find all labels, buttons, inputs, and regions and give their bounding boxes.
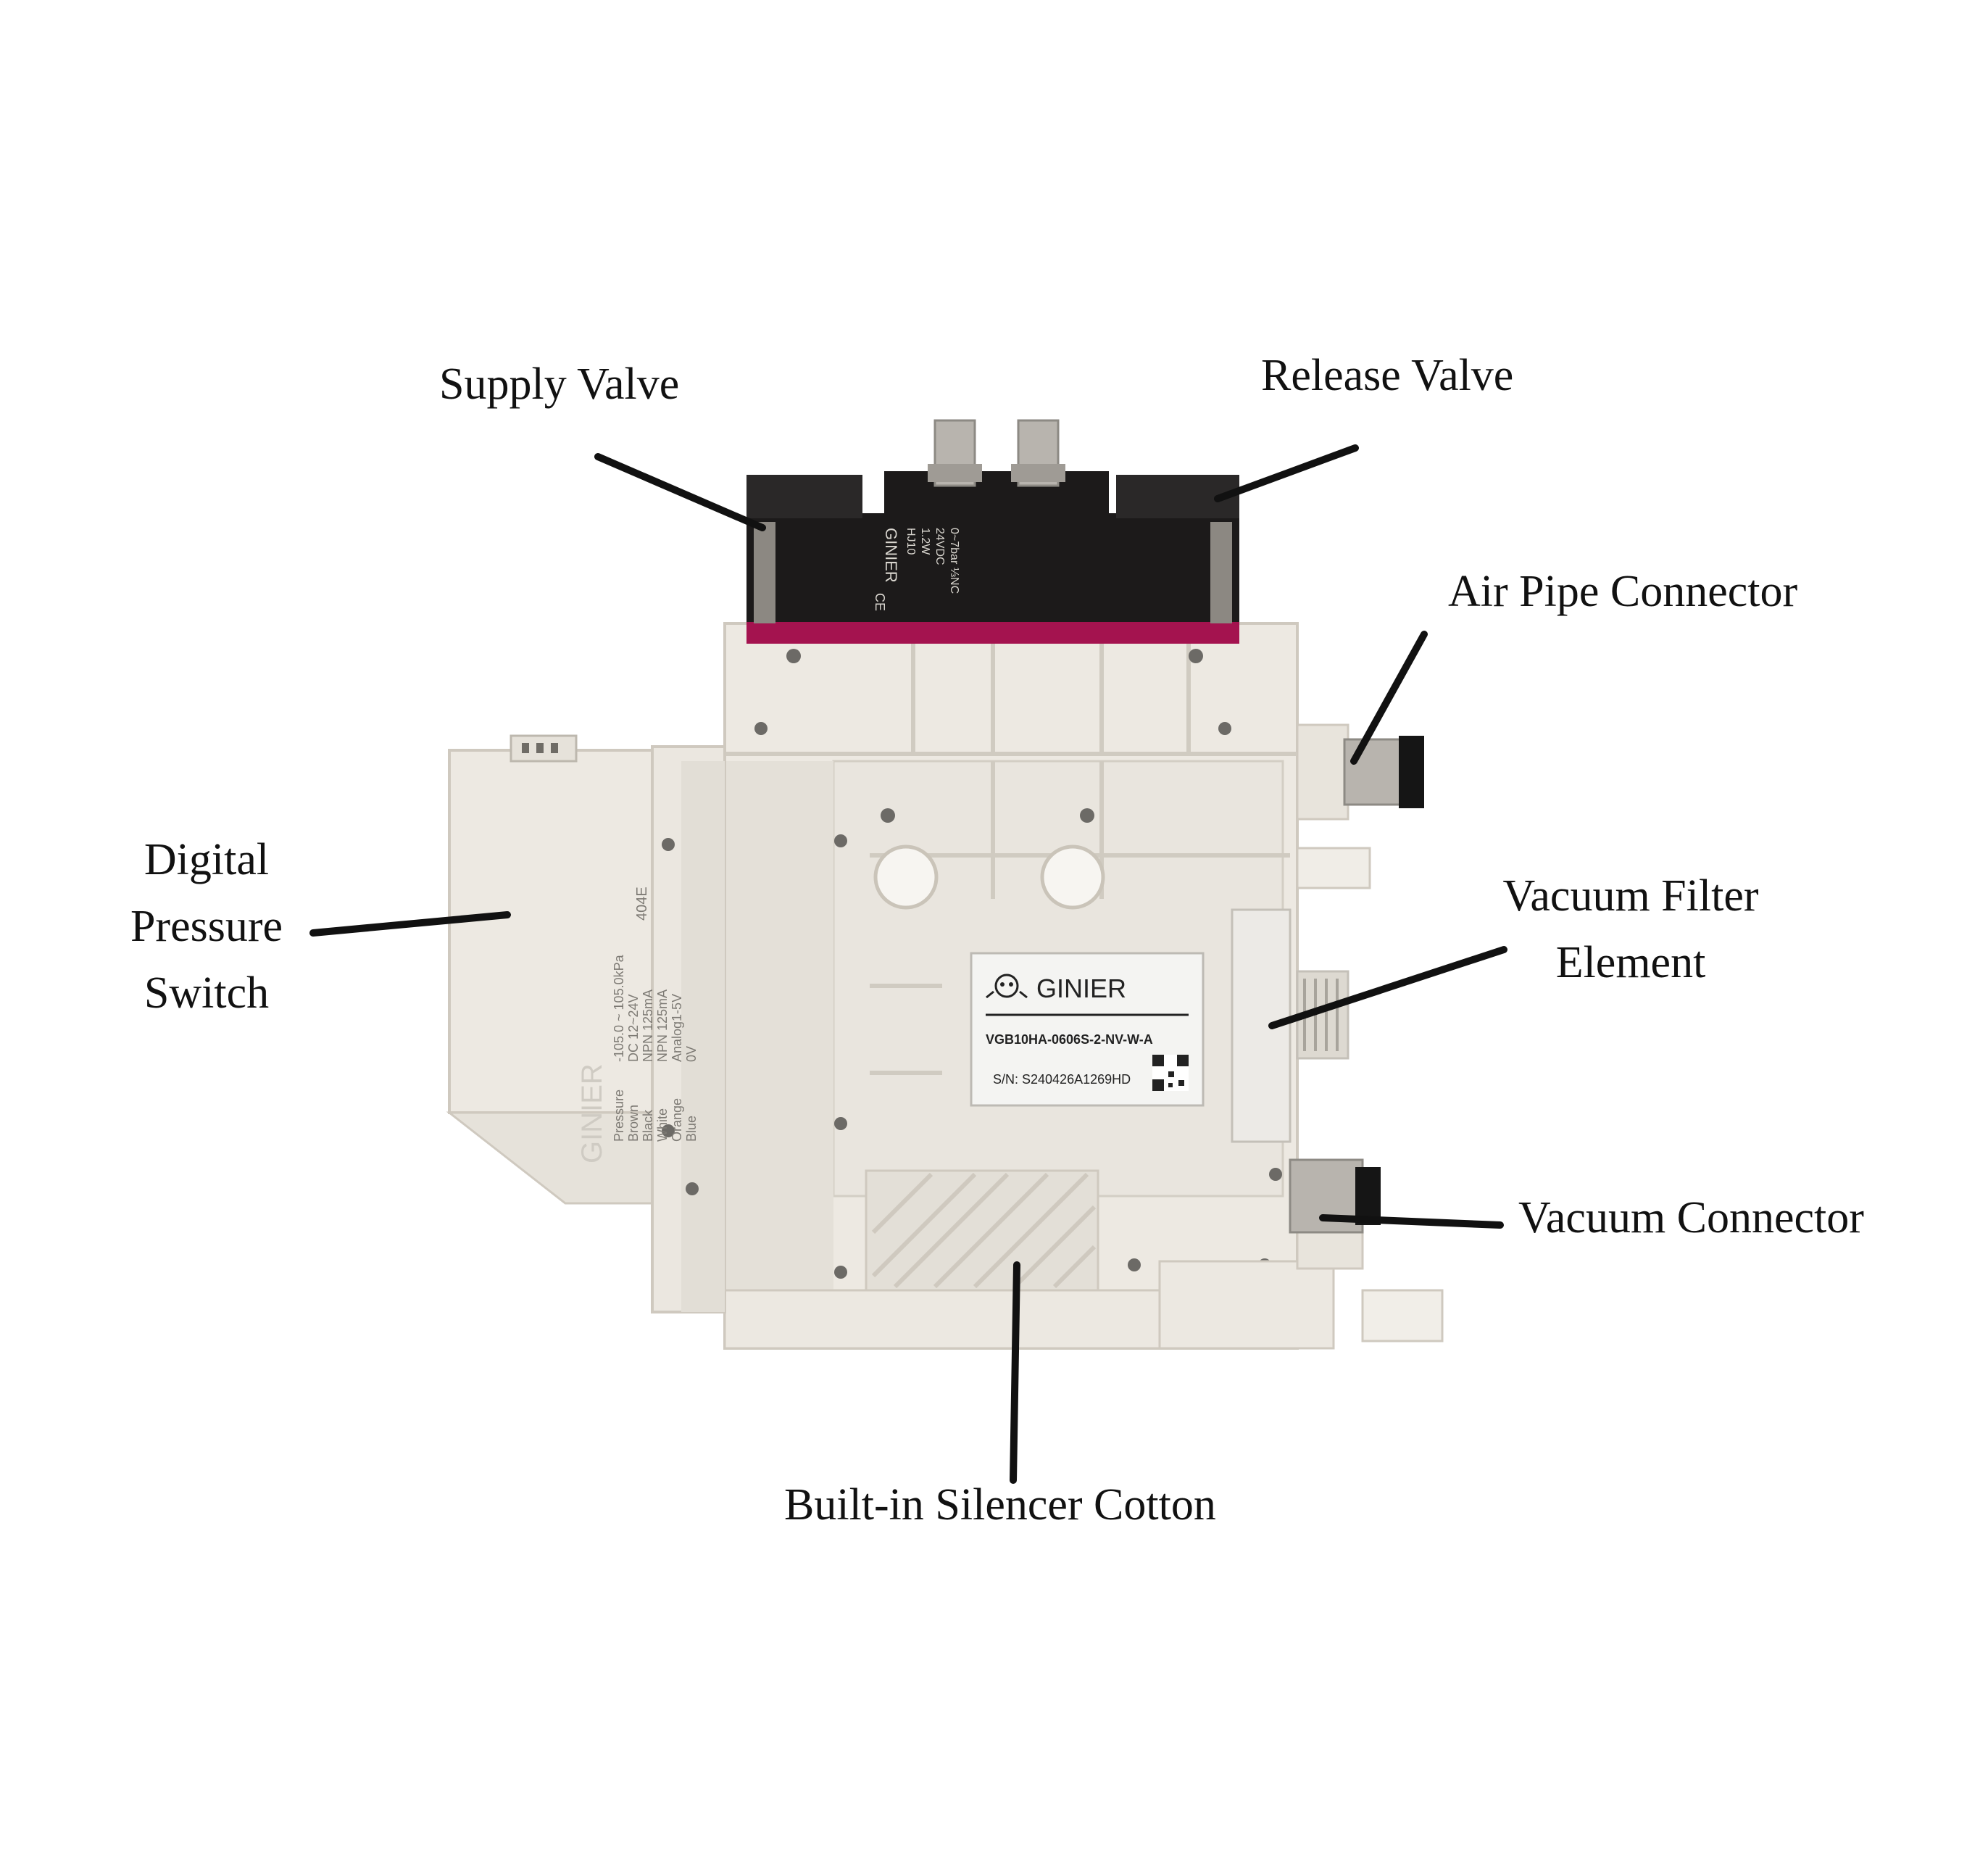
callout-vacuum-filter-element-line-1: Vacuum Filter xyxy=(1502,871,1759,921)
svg-text:Brown: Brown xyxy=(626,1105,641,1142)
svg-text:1.2W: 1.2W xyxy=(919,528,931,555)
qr-code-icon xyxy=(1152,1055,1189,1091)
svg-text:24VDC: 24VDC xyxy=(933,528,946,565)
svg-text:0~7bar ⅓NC: 0~7bar ⅓NC xyxy=(948,528,960,594)
callout-release-valve: Release Valve xyxy=(1261,351,1514,400)
side-nozzle xyxy=(1296,847,1371,889)
digital-pressure-switch-body: -105.0 ~ 105.0kPa DC 12~24V NPN 125mA NP… xyxy=(446,734,726,1313)
svg-text:Black: Black xyxy=(641,1109,655,1142)
callout-digital-pressure-switch-line-3: Switch xyxy=(144,968,270,1018)
air-pipe-connector-fitting xyxy=(1296,723,1424,821)
solenoid-valve-block: HJ10 1.2W 24VDC 0~7bar ⅓NC GINIER CE xyxy=(746,471,1239,644)
callout-vacuum-filter-element-line-2: Element xyxy=(1555,938,1706,987)
leader-air-pipe-connector xyxy=(1350,631,1428,765)
vacuum-filter-housing xyxy=(1231,908,1349,1143)
leader-release-valve xyxy=(1214,444,1359,502)
callout-digital-pressure-switch-line-1: Digital xyxy=(144,835,270,884)
leader-vacuum-connector xyxy=(1319,1214,1504,1229)
svg-text:White: White xyxy=(655,1108,670,1142)
leader-lines xyxy=(309,444,1507,1484)
leader-vacuum-filter-element xyxy=(1268,946,1507,1029)
label-brand: GINIER xyxy=(1036,974,1126,1003)
svg-text:HJ10: HJ10 xyxy=(904,528,917,555)
callout-vacuum-filter-element: Vacuum Filter Element xyxy=(1478,863,1783,996)
svg-text:Analog1-5V: Analog1-5V xyxy=(670,994,684,1062)
svg-text:0V: 0V xyxy=(684,1046,699,1062)
label-model: VGB10HA-0606S-2-NV-W-A xyxy=(986,1032,1153,1047)
valve-print: HJ10 1.2W 24VDC 0~7bar ⅓NC GINIER xyxy=(882,528,960,594)
svg-text:-105.0 ~ 105.0kPa: -105.0 ~ 105.0kPa xyxy=(612,954,626,1062)
leader-digital-pressure-switch xyxy=(309,911,511,937)
air-fittings-top xyxy=(928,419,1065,487)
svg-text:NPN 125mA: NPN 125mA xyxy=(655,989,670,1062)
svg-text:NPN 125mA: NPN 125mA xyxy=(641,989,655,1062)
leader-supply-valve xyxy=(594,453,766,531)
svg-text:GINIER: GINIER xyxy=(882,528,900,583)
brand-logo-icon xyxy=(986,974,1028,999)
svg-text:Pressure: Pressure xyxy=(612,1090,626,1142)
callout-digital-pressure-switch-line-2: Pressure xyxy=(130,902,283,951)
svg-text:Blue: Blue xyxy=(684,1116,699,1142)
silencer-panel xyxy=(865,1169,1099,1292)
sensor-code: 404E xyxy=(634,887,650,921)
label-serial: S/N: S240426A1269HD xyxy=(993,1072,1131,1087)
svg-text:GINIER: GINIER xyxy=(576,1063,608,1163)
callout-air-pipe-connector: Air Pipe Connector xyxy=(1448,567,1798,616)
callout-digital-pressure-switch: Digital Pressure Switch xyxy=(123,826,290,1026)
product-label: GINIER VGB10HA-0606S-2-NV-W-A S/N: S2404… xyxy=(970,952,1205,1107)
callout-silencer: Built-in Silencer Cotton xyxy=(784,1480,1216,1530)
leader-silencer xyxy=(1010,1261,1020,1484)
svg-text:DC 12~24V: DC 12~24V xyxy=(626,994,641,1062)
callout-supply-valve: Supply Valve xyxy=(439,360,680,409)
sensor-print: -105.0 ~ 105.0kPa DC 12~24V NPN 125mA NP… xyxy=(576,954,699,1163)
valve-ce-mark: CE xyxy=(873,593,887,611)
callout-vacuum-connector: Vacuum Connector xyxy=(1518,1193,1864,1242)
svg-text:Orange: Orange xyxy=(670,1098,684,1142)
